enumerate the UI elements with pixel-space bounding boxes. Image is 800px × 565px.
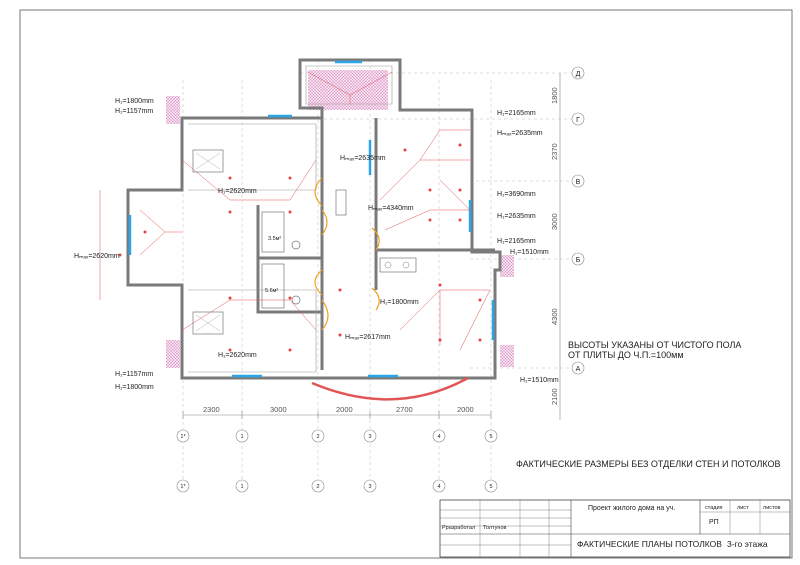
axis-label: 1: [240, 434, 243, 440]
drawing-floor: 3-го этажа: [727, 539, 768, 549]
axis-label: Д: [576, 71, 581, 78]
height-labels: H₁=1800mm H₁=1157mm H₁=2620mm Hₘₐₓ=2635m…: [74, 98, 559, 391]
axis-label: 1*: [180, 434, 186, 440]
height-label: H₁=2620mm: [218, 188, 257, 195]
axis-bubbles-bottom-1: 1* 1 2 3 4 5: [176, 429, 498, 443]
dimension-line-bottom: 2300 3000 2000 2700 2000: [182, 405, 492, 419]
axis-bubbles-right: Д Г В Б А: [571, 66, 585, 375]
title-block: Проект жилого дома на уч. стадия лист ли…: [439, 499, 791, 558]
height-label: H₁=2635mm: [497, 213, 536, 220]
note-line-2: ОТ ПЛИТЫ ДО Ч.П.=100мм: [568, 350, 684, 360]
height-label: H₁=1510mm: [520, 377, 559, 384]
caption: ФАКТИЧЕСКИЕ РАЗМЕРЫ БЕЗ ОТДЕЛКИ СТЕН И П…: [516, 459, 781, 469]
fixtures: [192, 149, 417, 335]
height-label: H₁=1800mm: [380, 299, 419, 306]
height-label: Hₘₐₓ=2635mm: [497, 130, 543, 137]
axis-label: 2: [316, 484, 319, 490]
height-label: H₁=1157mm: [115, 371, 153, 378]
axis-label: Б: [576, 257, 581, 264]
height-label: H₁=1800mm: [115, 384, 154, 391]
height-label: Hₘₐₓ=2635mm: [340, 155, 386, 162]
height-label: H₁=2165mm: [497, 238, 536, 245]
axis-label: А: [576, 366, 581, 373]
dimension-value: 2300: [203, 405, 220, 414]
axis-label: 3: [368, 484, 371, 490]
note-line-1: ВЫСОТЫ УКАЗАНЫ ОТ ЧИСТОГО ПОЛА: [568, 340, 741, 350]
sheets-label: листов: [763, 505, 781, 511]
axis-label: 4: [437, 484, 440, 490]
axis-bubbles-bottom-2: 1* 1 2 3 4 5: [176, 479, 498, 493]
room-area-1: 3.5м²: [268, 236, 281, 242]
windows: [128, 60, 495, 378]
dimension-value: 2000: [336, 405, 353, 414]
height-label: H₁=1510mm: [510, 249, 549, 256]
dimension-value: 2100: [550, 388, 559, 405]
room-area-2: 5.6м²: [265, 288, 278, 294]
axis-label: 5: [489, 484, 492, 490]
height-label: Hₘₐₓ=4340mm: [368, 205, 414, 212]
dimension-value: 1800: [550, 87, 559, 104]
height-label: H₁=3690mm: [497, 191, 536, 198]
developed-label: Рразработал: [442, 525, 475, 531]
stage-value: РП: [709, 519, 719, 526]
dimension-value: 3000: [550, 213, 559, 230]
axis-label: 4: [437, 434, 440, 440]
height-label: H₁=1157mm: [115, 108, 153, 115]
balcony-arc: [311, 376, 469, 401]
axis-label: 5: [489, 434, 492, 440]
ceiling-slope-lines: [99, 71, 491, 351]
axis-label: 1: [240, 484, 243, 490]
axis-label: 2: [316, 434, 319, 440]
axis-label: В: [576, 179, 581, 186]
axis-label: Г: [576, 117, 580, 124]
dimension-value: 4300: [550, 308, 559, 325]
ceiling-markers: [118, 143, 482, 352]
axis-label: 1*: [180, 484, 186, 490]
height-label: H₁=2165mm: [497, 110, 536, 117]
dimension-value: 2370: [550, 143, 559, 160]
height-label: H₁=2620mm: [218, 352, 257, 359]
sheet-frame: [19, 9, 793, 559]
doors: [314, 177, 380, 331]
sheet-label: лист: [737, 505, 749, 511]
project-name: Проект жилого дома на уч.: [588, 505, 675, 512]
height-label: H₁=1800mm: [115, 98, 154, 105]
dimension-value: 3000: [270, 405, 287, 414]
dimension-line-right: 1800 2370 3000 4300 2100: [550, 73, 561, 420]
height-label: Hₘₐₓ=2620mm: [74, 253, 120, 260]
author-name: Толтунов: [483, 525, 507, 531]
hatched-zones: [166, 70, 514, 368]
stage-label: стадия: [705, 505, 723, 511]
building-walls: [126, 58, 502, 380]
height-label: Hₘₐₓ=2617mm: [345, 334, 391, 341]
drawing-title: ФАКТИЧЕСКИЕ ПЛАНЫ ПОТОЛКОВ: [577, 539, 722, 549]
dimension-value: 2000: [457, 405, 474, 414]
axis-label: 3: [368, 434, 371, 440]
dimension-value: 2700: [396, 405, 413, 414]
